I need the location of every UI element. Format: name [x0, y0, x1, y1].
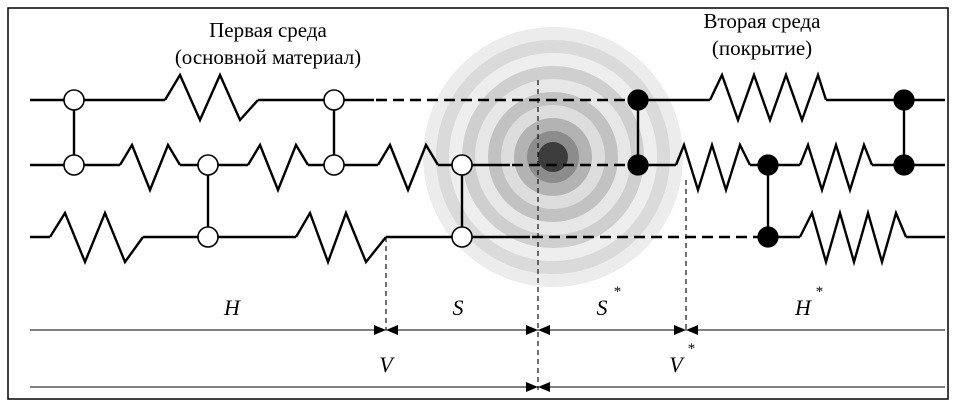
- wave-core: [538, 142, 568, 172]
- chain-row-3: [30, 208, 945, 267]
- open-node: [197, 226, 219, 248]
- label-S-star: S: [597, 295, 608, 320]
- open-node: [63, 154, 85, 176]
- filled-node: [893, 154, 915, 176]
- open-node: [63, 89, 85, 111]
- arrow-head: [386, 325, 398, 335]
- filled-node: [893, 89, 915, 111]
- label-S-star-superscript: *: [613, 284, 621, 300]
- filled-node: [757, 154, 779, 176]
- medium-titles: Первая среда (основной материал) Вторая …: [175, 9, 821, 69]
- open-node: [323, 154, 345, 176]
- arrow-head: [526, 382, 538, 392]
- open-node: [451, 154, 473, 176]
- arrow-head: [526, 325, 538, 335]
- row2-spring-2: [246, 142, 310, 194]
- row3-spring-1: [48, 209, 144, 266]
- filled-node: [627, 154, 649, 176]
- filled-nodes: [627, 89, 915, 248]
- region-labels: H S S * H * V V *: [223, 284, 823, 377]
- arrow-head: [674, 325, 686, 335]
- row2-spring-3: [376, 142, 440, 194]
- open-nodes: [63, 89, 473, 248]
- row3-spring-2: [294, 209, 387, 266]
- filled-node: [627, 89, 649, 111]
- label-V: V: [379, 352, 395, 377]
- row1-spring-left: [163, 72, 259, 123]
- filled-node: [757, 226, 779, 248]
- second-medium-title-line1: Вторая среда: [703, 9, 821, 33]
- label-V-star: V: [669, 352, 685, 377]
- row1-spring-right: [708, 71, 828, 124]
- arrow-head: [538, 325, 550, 335]
- first-medium-title-line1: Первая среда: [209, 18, 327, 42]
- arrow-head: [374, 325, 386, 335]
- dimension-lines: [30, 325, 945, 392]
- label-H-star-superscript: *: [815, 284, 823, 300]
- row2-spring-5: [798, 140, 874, 195]
- open-node: [451, 226, 473, 248]
- row2-spring-4: [674, 140, 752, 195]
- label-H-star: H: [794, 295, 812, 320]
- first-medium-title-line2: (основной материал): [175, 45, 361, 69]
- label-V-star-superscript: *: [687, 341, 695, 357]
- diagram-frame: [7, 7, 949, 400]
- wave-disturbance: [423, 27, 683, 287]
- label-H: H: [223, 295, 241, 320]
- row3-spring-3: [798, 208, 908, 267]
- row2-spring-1: [118, 142, 182, 194]
- vertical-bonds: [72, 100, 906, 237]
- arrow-head: [686, 325, 698, 335]
- open-node: [197, 154, 219, 176]
- second-medium-title-line2: (покрытие): [712, 36, 812, 60]
- arrow-head: [538, 382, 550, 392]
- open-node: [323, 89, 345, 111]
- boundary-guides: [385, 80, 687, 390]
- chain-row-1: [30, 71, 945, 124]
- label-S: S: [453, 295, 464, 320]
